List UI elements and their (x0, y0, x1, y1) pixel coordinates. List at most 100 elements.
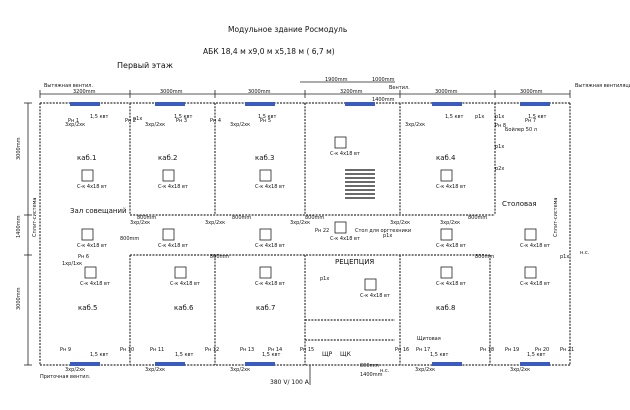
socket-label: 3хр/2хк (510, 367, 530, 373)
room-label-kab4: каб.4 (436, 154, 456, 162)
dimension-label: 3000mm (248, 89, 271, 95)
socket-label: 3хр/2хк (230, 122, 250, 128)
dimension-label: 1000mm (372, 77, 395, 83)
socket-label: 1хр/1хк (62, 261, 82, 267)
window (70, 102, 100, 106)
dimension-label: 3200mm (340, 89, 363, 95)
heater-label: Рн 12 (205, 347, 219, 353)
shk-label: ЩК (340, 351, 352, 358)
room-label-desk: Стол для оргтехники (355, 228, 411, 234)
window (432, 102, 462, 106)
socket-label: 3хр/2хк (290, 220, 310, 226)
dimension-label: 3000mm (520, 89, 543, 95)
heater-label: Рн 7 (525, 118, 536, 124)
page-title: Модульное здание Росмодуль (228, 25, 348, 34)
light-label: С-к 4х18 вт (436, 243, 466, 249)
light-label: С-к 4х18 вт (80, 281, 110, 287)
room-label-canteen: Столовая (502, 200, 537, 208)
socket-label: 3хр/2хк (405, 122, 425, 128)
room-label-kab2: каб.2 (158, 154, 178, 162)
light-label: С-к 4х18 вт (436, 184, 466, 190)
light-fixture (334, 136, 347, 149)
window (245, 362, 275, 366)
heater-power-label: 1,5 квт (90, 352, 109, 358)
light-fixture (440, 169, 453, 182)
dimension-label: 3200mm (73, 89, 96, 95)
heater-label: Рн 6 (78, 254, 89, 260)
heater-label: Рн 8 (495, 123, 506, 129)
room-label-kab7: каб.7 (256, 304, 276, 312)
heater-label: Рн 15 (300, 347, 314, 353)
heater-label: Рн 22 (315, 228, 329, 234)
light-label: С-к 4х18 вт (255, 243, 285, 249)
socket-label: 3хр/2хк (390, 220, 410, 226)
exhaust-label: Вытяжная вентиляция (575, 83, 630, 89)
light-fixture (174, 266, 187, 279)
light-fixture (364, 278, 377, 291)
light-fixture (84, 266, 97, 279)
switch-label: р1х (133, 116, 142, 122)
floor-label: Первый этаж (117, 61, 173, 70)
switch-label: р1х (560, 254, 569, 260)
heater-power-label: 1,5 квт (174, 114, 193, 120)
door-dimension: 800mm (360, 363, 379, 369)
dimension-label: 1400mm (16, 215, 22, 238)
light-fixture (334, 221, 347, 234)
socket-label: 3хр/2хк (65, 367, 85, 373)
split-label: Сплит-система (553, 198, 559, 238)
shield-label: Щитовая (417, 336, 441, 342)
heater-label: Рн 11 (150, 347, 164, 353)
socket-label: 3хр/2хк (415, 367, 435, 373)
heater-power-label: 1,5 квт (90, 114, 109, 120)
heater-label: Рн 19 (505, 347, 519, 353)
heater-label: Рн 1 (68, 118, 79, 124)
light-fixture (162, 228, 175, 241)
window (345, 102, 375, 106)
light-fixture (259, 266, 272, 279)
light-fixture (259, 228, 272, 241)
heater-power-label: 1,5 квт (430, 352, 449, 358)
light-fixture (81, 169, 94, 182)
shr-label: ЩР (322, 351, 333, 358)
door-dimension: 800mm (468, 215, 487, 221)
window (245, 102, 275, 106)
light-fixture (440, 228, 453, 241)
switch-label: р1х (475, 114, 484, 120)
window (155, 362, 185, 366)
switch-label: р1х (495, 114, 504, 120)
socket-label: 3хр/2хк (230, 367, 250, 373)
heater-label: Рн 9 (60, 347, 71, 353)
room-label-kab8: каб.8 (436, 304, 456, 312)
light-fixture (162, 169, 175, 182)
switch-label: р2х (495, 166, 504, 172)
light-label: С-к 4х18 вт (436, 281, 466, 287)
light-label: С-к 4х18 вт (520, 281, 550, 287)
heater-power-label: 1,5 квт (445, 114, 464, 120)
entrance-dimension: 1400mm (360, 372, 383, 378)
supply-label: Приточная вентил. (40, 374, 91, 380)
heater-label: Рн 20 (535, 347, 549, 353)
light-label: С-к 4х18 вт (77, 243, 107, 249)
light-label: С-к 4х18 вт (330, 236, 360, 242)
power-label: 380 V/ 100 A (270, 379, 310, 386)
ns-label: н.с. (380, 368, 390, 374)
socket-label: 3хр/2хк (130, 220, 150, 226)
heater-label: Рн 13 (240, 347, 254, 353)
heater-label: Рн 2 (125, 118, 136, 124)
dimension-label: 1400mm (372, 97, 395, 103)
boiler-label: Бойлер 50 л (505, 126, 537, 133)
heater-label: Рн 3 (176, 118, 187, 124)
dimension-label: 3000mm (160, 89, 183, 95)
switch-label: р1х (320, 276, 329, 282)
room-label-kab6: каб.6 (174, 304, 194, 312)
ns-label: н.с. (580, 250, 590, 256)
light-label: С-к 4х18 вт (158, 184, 188, 190)
room-label-kab1: каб.1 (77, 154, 97, 162)
socket-label: 3хр/2хк (145, 367, 165, 373)
door-dimension: 800mm (120, 236, 139, 242)
heater-power-label: 1,5 квт (528, 114, 547, 120)
heater-label: Рн 5 (260, 118, 271, 124)
light-fixture (524, 228, 537, 241)
dimension-label: 1900mm (325, 77, 348, 83)
